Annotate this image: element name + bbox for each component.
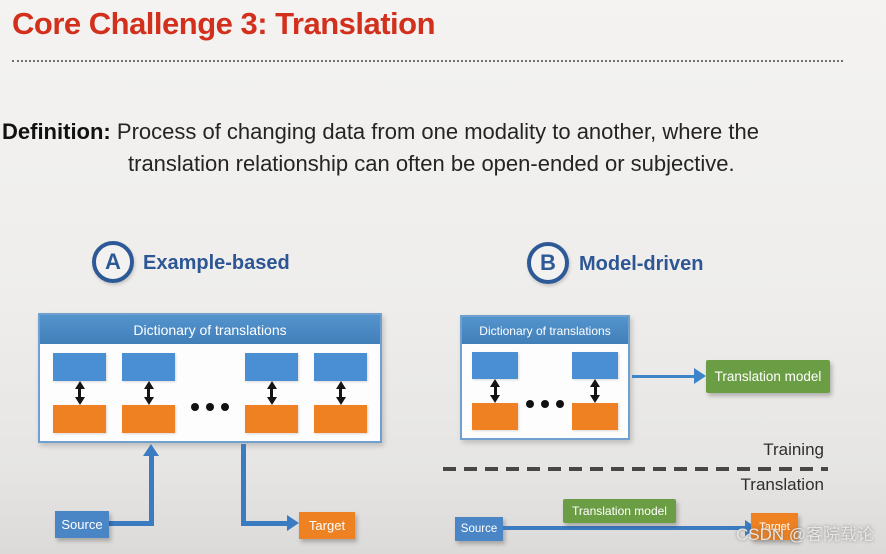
section-b-badge: B [527,242,569,284]
bidirectional-arrow-icon [147,388,150,398]
translation-pair [314,353,367,433]
dictionary-of-translations-a: Dictionary of translations [38,313,382,443]
bidirectional-arrow-icon [493,386,497,396]
modality-b-rect [245,405,298,433]
dictionary-to-target-arrow-vertical [241,444,246,526]
training-translation-divider [443,467,828,471]
modality-a-rect [472,352,518,379]
title-divider [12,60,843,62]
source-node-b: Source [455,517,503,541]
modality-b-rect [314,405,367,433]
translation-pair [472,352,518,430]
dictionary-to-model-arrow [632,375,696,378]
section-a-badge: A [92,241,134,283]
training-label: Training [763,440,824,459]
modality-a-rect [572,352,618,379]
definition-label: Definition: [2,119,111,144]
bidirectional-arrow-icon [270,388,273,398]
bidirectional-arrow-icon [339,388,342,398]
dictionary-a-header: Dictionary of translations [40,315,380,344]
bidirectional-arrow-icon [78,388,81,398]
dictionary-to-target-arrow-horizontal [241,521,288,526]
dictionary-a-body [40,344,380,433]
modality-a-rect [314,353,367,381]
watermark: CSDN @客院载论 [736,525,875,544]
translation-pair [572,352,618,430]
ellipsis-icon [526,400,564,408]
translation-model-node: Translation model [706,360,830,393]
source-node-a: Source [55,511,109,538]
target-node-a: Target [299,512,355,539]
ellipsis-icon [191,403,229,411]
modality-b-rect [122,405,175,433]
modality-a-rect [122,353,175,381]
definition-block: Definition: Process of changing data fro… [2,116,884,180]
arrow-up-icon [143,444,159,456]
bidirectional-arrow-icon [593,386,597,396]
modality-a-rect [53,353,106,381]
source-to-dictionary-arrow-horizontal [108,521,154,526]
translation-pair [245,353,298,433]
translation-model-node-bottom: Translation model [563,499,676,523]
arrow-right-icon [694,368,706,384]
source-to-target-arrow [503,526,747,530]
modality-b-rect [53,405,106,433]
modality-a-rect [245,353,298,381]
page-title: Core Challenge 3: Translation [12,6,436,41]
translation-pair [122,353,175,433]
dictionary-b-header: Dictionary of translations [462,317,628,344]
translation-pair [53,353,106,433]
section-b-title: Model-driven [579,253,704,275]
modality-b-rect [472,403,518,430]
dictionary-b-body [462,344,628,430]
section-a-title: Example-based [143,252,290,274]
source-to-dictionary-arrow-vertical [149,455,154,526]
definition-line-2: translation relationship can often be op… [128,151,735,176]
definition-line-1-text: Process of changing data from one modali… [116,119,759,144]
dictionary-of-translations-b: Dictionary of translations [460,315,630,440]
modality-b-rect [572,403,618,430]
definition-line-1: Definition: Process of changing data fro… [2,116,884,148]
target-node-b: Target [751,513,798,540]
arrow-right-icon [287,515,299,531]
translation-label: Translation [740,475,824,494]
